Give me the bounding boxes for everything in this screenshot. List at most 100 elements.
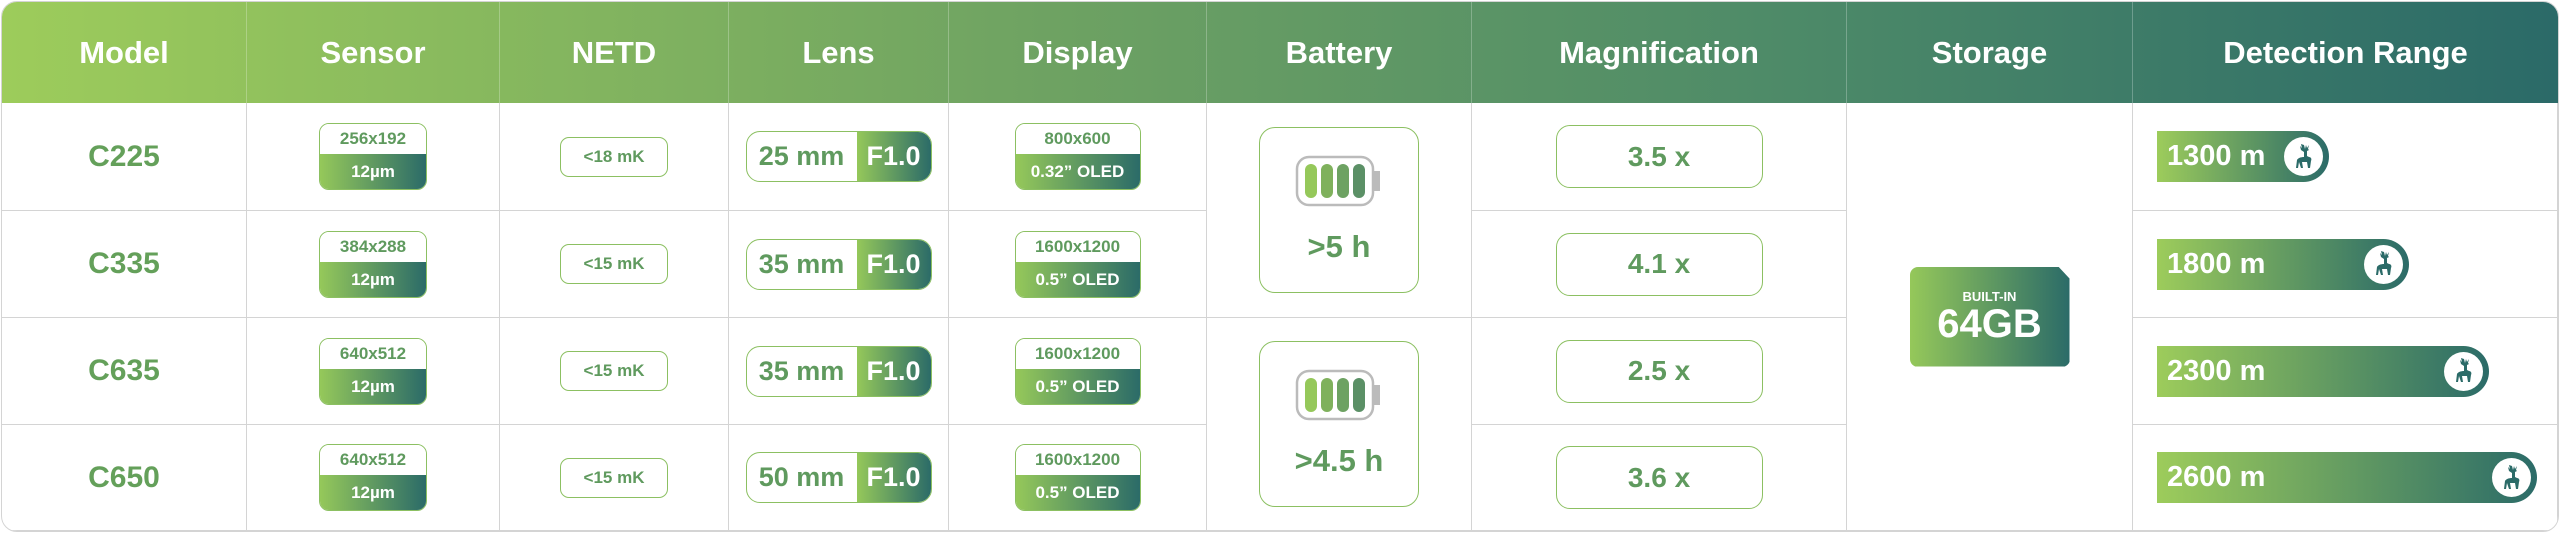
header-netd: NETD <box>500 2 729 103</box>
netd-badge: <15 mK <box>560 457 668 498</box>
lens-aperture: F1.0 <box>856 132 931 181</box>
header-display: Display <box>949 2 1207 103</box>
model-cell: C335 <box>2 211 247 318</box>
netd-badge: <18 mK <box>560 136 668 177</box>
header-storage: Storage <box>1847 2 2133 103</box>
pixel-pitch: 12µm <box>320 261 426 297</box>
detection-range-value: 1300 m <box>2167 140 2266 172</box>
display-resolution: 800x600 <box>1015 124 1140 154</box>
sensor-resolution: 256x192 <box>320 124 426 154</box>
battery-icon <box>1295 155 1383 215</box>
battery-badge: >4.5 h <box>1259 341 1419 507</box>
storage-label: BUILT-IN <box>1962 289 2017 304</box>
battery-cell: >5 h <box>1207 103 1472 318</box>
lens-focal-length: 50 mm <box>758 462 845 492</box>
sensor-resolution: 384x288 <box>320 231 426 262</box>
magnification-cell: 2.5 x <box>1472 318 1847 425</box>
lens-aperture: F1.0 <box>856 239 931 289</box>
lens-focal-length: 35 mm <box>758 355 845 386</box>
pixel-pitch: 12µm <box>320 154 426 189</box>
detection-range-value: 2300 m <box>2167 354 2266 387</box>
display-type: 0.32” OLED <box>1015 154 1140 189</box>
storage-capacity: 64GB <box>1937 302 2042 346</box>
battery-cell: >4.5 h <box>1207 318 1472 531</box>
model-cell: C225 <box>2 103 247 211</box>
magnification-cell: 3.6 x <box>1472 425 1847 531</box>
detection-range-bar: 2300 m <box>2157 345 2489 397</box>
detection-range-cell: 1300 m <box>2133 103 2558 211</box>
model-cell: C635 <box>2 318 247 425</box>
lens-badge: 25 mm F1.0 <box>745 131 932 182</box>
magnification-cell: 3.5 x <box>1472 103 1847 211</box>
magnification-badge: 3.6 x <box>1555 446 1763 509</box>
header-magnification: Magnification <box>1472 2 1847 103</box>
detection-range-cell: 1800 m <box>2133 211 2558 318</box>
lens-badge: 35 mm F1.0 <box>745 238 932 290</box>
header-sensor: Sensor <box>247 2 500 103</box>
battery-life: >5 h <box>1307 229 1371 264</box>
detection-range-bar: 2600 m <box>2157 452 2537 503</box>
pixel-pitch: 12µm <box>320 368 426 404</box>
display-type: 0.5” OLED <box>1015 261 1140 297</box>
detection-range-value: 2600 m <box>2167 461 2266 493</box>
lens-cell: 35 mm F1.0 <box>729 211 949 318</box>
detection-range-cell: 2600 m <box>2133 425 2558 531</box>
magnification-badge: 2.5 x <box>1555 339 1763 403</box>
netd-cell: <15 mK <box>500 211 729 318</box>
display-type: 0.5” OLED <box>1015 368 1140 404</box>
lens-aperture: F1.0 <box>856 453 931 502</box>
netd-cell: <15 mK <box>500 425 729 531</box>
deer-icon <box>2492 458 2531 497</box>
lens-focal-length: 25 mm <box>758 141 845 171</box>
magnification-badge: 4.1 x <box>1555 232 1763 296</box>
model-name: C225 <box>88 139 160 173</box>
netd-cell: <18 mK <box>500 103 729 211</box>
model-name: C335 <box>88 247 160 280</box>
detection-range-cell: 2300 m <box>2133 318 2558 425</box>
model-name: C635 <box>88 354 160 387</box>
header-battery: Battery <box>1207 2 1472 103</box>
detection-range-value: 1800 m <box>2167 247 2266 280</box>
detection-range-bar: 1300 m <box>2157 131 2329 182</box>
model-name: C650 <box>88 460 160 494</box>
magnification-badge: 3.5 x <box>1555 125 1763 188</box>
lens-cell: 50 mm F1.0 <box>729 425 949 531</box>
display-resolution: 1600x1200 <box>1015 338 1140 369</box>
display-resolution: 1600x1200 <box>1015 445 1140 475</box>
pixel-pitch: 12µm <box>320 475 426 510</box>
lens-focal-length: 35 mm <box>758 248 845 279</box>
sensor-resolution: 640x512 <box>320 338 426 369</box>
battery-life: >4.5 h <box>1294 443 1384 478</box>
display-type: 0.5” OLED <box>1015 475 1140 510</box>
netd-badge: <15 mK <box>560 351 668 391</box>
deer-icon <box>2364 244 2403 284</box>
netd-badge: <15 mK <box>560 244 668 284</box>
header-detection-range: Detection Range <box>2223 34 2468 70</box>
magnification-cell: 4.1 x <box>1472 211 1847 318</box>
display-resolution: 1600x1200 <box>1015 231 1140 262</box>
deer-icon <box>2284 137 2323 176</box>
sensor-resolution: 640x512 <box>320 445 426 475</box>
battery-badge: >5 h <box>1259 127 1419 293</box>
